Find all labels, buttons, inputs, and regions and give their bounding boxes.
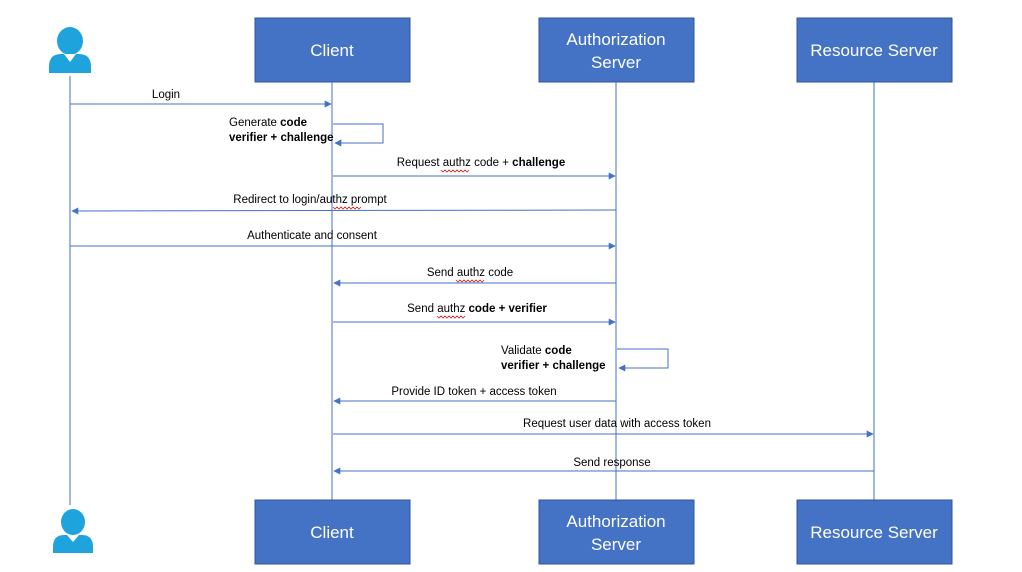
participant-authorization-server-top: Authorization Server [538, 17, 695, 83]
authz-label-line2: Server [591, 53, 641, 72]
arrow-self-validate [617, 348, 669, 372]
message-arrows [70, 100, 874, 475]
participant-authorization-server-bottom: Authorization Server [538, 499, 695, 565]
message-validate: Validate code [501, 345, 572, 357]
participant-resource-server-bottom: Resource Server [796, 499, 953, 565]
message-request-user-data: Request user data with access token [523, 418, 711, 430]
message-request-code: Request authz code + challenge [397, 157, 565, 169]
message-login: Login [152, 89, 180, 101]
message-provide-tokens: Provide ID token + access token [391, 386, 556, 398]
authz-label-line1: Authorization [566, 512, 665, 531]
message-authenticate: Authenticate and consent [247, 230, 378, 242]
message-validate-line2: verifier + challenge [501, 360, 606, 372]
lifelines [69, 76, 875, 505]
message-generate-line2: verifier + challenge [229, 132, 334, 144]
spellcheck-underline [436, 315, 466, 319]
authz-label-line1: Authorization [566, 30, 665, 49]
message-send-response: Send response [573, 457, 650, 469]
spellcheck-underline [455, 279, 485, 283]
message-generate: Generate code [229, 117, 307, 129]
client-label: Client [310, 41, 354, 60]
user-icon [53, 509, 93, 553]
spellcheck-underline [332, 206, 362, 210]
authz-label-line2: Server [591, 535, 641, 554]
arrow-redirect [71, 207, 617, 215]
message-redirect: Redirect to login/authz prompt [233, 194, 387, 206]
participant-resource-server-top: Resource Server [796, 17, 953, 83]
message-send-code-verifier: Send authz code + verifier [407, 303, 547, 315]
participant-client-top: Client [254, 17, 411, 83]
arrow-self-generate [333, 123, 384, 147]
resource-server-label: Resource Server [810, 41, 938, 60]
spellcheck-underline [440, 169, 470, 173]
client-label: Client [310, 523, 354, 542]
resource-server-label: Resource Server [810, 523, 938, 542]
participant-client-bottom: Client [254, 499, 411, 565]
user-icon [49, 27, 91, 73]
message-send-code: Send authz code [427, 267, 513, 279]
